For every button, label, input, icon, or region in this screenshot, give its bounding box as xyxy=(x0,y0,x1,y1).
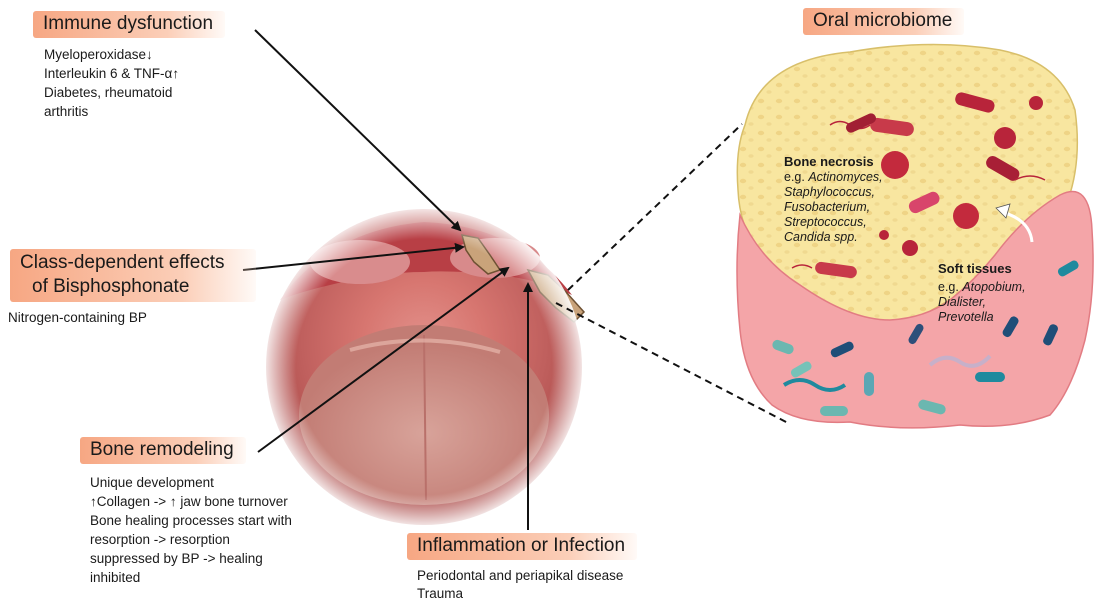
rod-bacterium xyxy=(864,372,874,396)
remodeling-line-1: Unique development xyxy=(90,474,214,493)
immune-arrow xyxy=(255,30,460,230)
remodeling-line-2: ↑Collagen -> ↑ jaw bone turnover xyxy=(90,493,288,512)
rod-bacterium xyxy=(820,406,848,416)
remodeling-line-4: resorption -> resorption xyxy=(90,531,230,550)
class-effects-line-1: Nitrogen-containing BP xyxy=(8,309,147,328)
microbiome-graphic: Bone necrosis e.g. Actinomyces, Staphylo… xyxy=(737,44,1093,427)
coccus-cluster xyxy=(953,203,979,229)
class-effects-title-line1: Class-dependent effects xyxy=(20,251,244,275)
soft-tissues-title: Soft tissues xyxy=(938,261,1012,276)
immune-dysfunction-heading: Immune dysfunction xyxy=(33,11,225,38)
remodeling-line-3: Bone healing processes start with xyxy=(90,512,292,531)
inflammation-line-1: Periodontal and periapikal disease xyxy=(417,567,623,586)
class-effects-title-line2: of Bisphosphonate xyxy=(20,275,244,299)
immune-line-3: Diabetes, rheumatoid xyxy=(44,84,172,103)
remodeling-line-6: inhibited xyxy=(90,569,140,588)
zoom-line-top xyxy=(568,124,742,290)
remodeling-line-5: suppressed by BP -> healing xyxy=(90,550,263,569)
inflammation-heading: Inflammation or Infection xyxy=(407,533,637,560)
bone-necrosis-title: Bone necrosis xyxy=(784,154,874,169)
coccus-bacterium xyxy=(902,240,918,256)
immune-line-1: Myeloperoxidase↓ xyxy=(44,46,153,65)
rod-bacterium xyxy=(975,372,1005,382)
immune-line-2: Interleukin 6 & TNF-α↑ xyxy=(44,65,179,84)
coccus-bacterium xyxy=(1029,96,1043,110)
clinical-photo xyxy=(264,207,584,527)
coccus-bacterium xyxy=(994,127,1016,149)
coccus-bacterium xyxy=(879,230,889,240)
immune-line-4: arthritis xyxy=(44,103,88,122)
class-effects-heading: Class-dependent effects of Bisphosphonat… xyxy=(10,249,256,302)
oral-microbiome-heading: Oral microbiome xyxy=(803,8,964,35)
bone-remodeling-heading: Bone remodeling xyxy=(80,437,246,464)
